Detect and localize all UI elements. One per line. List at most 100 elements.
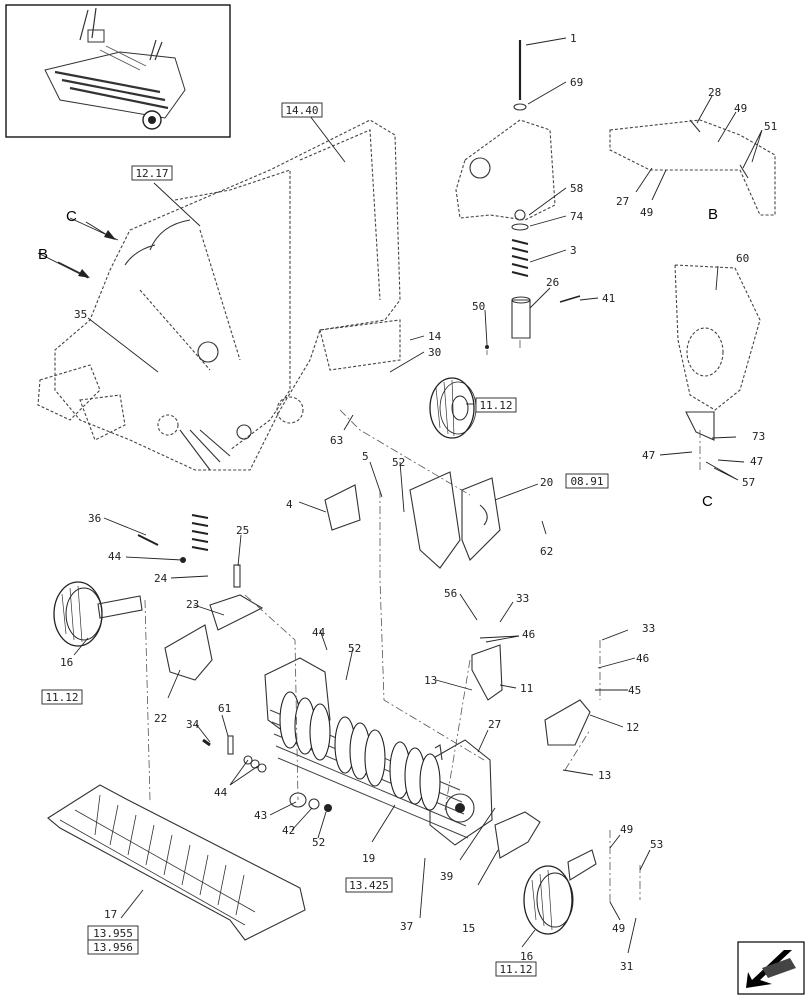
callout-label: 51 (764, 120, 777, 133)
callout-label: 31 (620, 960, 633, 973)
bracket-parts-left (164, 594, 264, 681)
callout-label: 30 (428, 346, 441, 359)
callout-label: 22 (154, 712, 167, 725)
ref-box-11-12-right[interactable]: 11.12 (495, 961, 537, 977)
svg-text:13.955: 13.955 (93, 927, 133, 940)
ref-box-12-17[interactable]: 12.17 (131, 165, 173, 181)
callout-label: 16 (60, 656, 73, 669)
callout-label: 1 (570, 32, 577, 45)
callout-label: 23 (186, 598, 199, 611)
callout-label: 43 (254, 809, 267, 822)
callout-label: 69 (570, 76, 583, 89)
callout-label: 11 (520, 682, 533, 695)
reference-boxes: 14.40 12.17 11.12 08.91 11.12 13.425 13.… (41, 102, 609, 977)
svg-text:13.956: 13.956 (93, 941, 133, 954)
callout-label: 13 (424, 674, 437, 687)
view-arrows: C B B C (38, 206, 718, 510)
callout-label: 34 (186, 718, 200, 731)
svg-text:11.12: 11.12 (45, 691, 78, 704)
svg-text:12.17: 12.17 (135, 167, 168, 180)
callout-label: 46 (522, 628, 535, 641)
callout-label: 44 (108, 550, 122, 563)
callout-label: 20 (540, 476, 553, 489)
callout-label: 57 (742, 476, 755, 489)
upper-right-wheel (429, 377, 477, 439)
right-wheel (523, 849, 597, 935)
callout-label: 28 (708, 86, 721, 99)
callout-label: 26 (546, 276, 559, 289)
callout-label: 49 (640, 206, 653, 219)
callout-label: 35 (74, 308, 87, 321)
svg-text:11.12: 11.12 (479, 399, 512, 412)
ref-box-13-955[interactable]: 13.955 (87, 925, 139, 941)
callout-label: 37 (400, 920, 413, 933)
callout-label: 49 (620, 823, 633, 836)
shield-parts (324, 471, 501, 569)
view-letter-b: B (708, 206, 718, 223)
callout-numbers: 1 69 28 49 51 58 74 3 27 49 50 26 41 60 … (60, 32, 777, 973)
callout-label: 47 (750, 455, 763, 468)
left-spring (137, 514, 241, 588)
callout-label: 63 (330, 434, 343, 447)
callout-label: 52 (348, 642, 361, 655)
callout-label: 13 (598, 769, 611, 782)
callout-label: 27 (616, 195, 629, 208)
callout-label: 25 (236, 524, 249, 537)
callout-label: 24 (154, 572, 168, 585)
callout-label: 39 (440, 870, 453, 883)
svg-text:14.40: 14.40 (285, 104, 318, 117)
callout-label: 44 (214, 786, 228, 799)
svg-text:13.425: 13.425 (349, 879, 389, 892)
callout-label: 16 (520, 950, 533, 963)
callout-label: 49 (734, 102, 747, 115)
callout-label: 14 (428, 330, 442, 343)
ref-box-13-425[interactable]: 13.425 (345, 877, 393, 893)
callout-label: 4 (286, 498, 293, 511)
callout-label: 58 (570, 182, 583, 195)
callout-label: 74 (570, 210, 584, 223)
ref-box-13-956[interactable]: 13.956 (87, 939, 139, 955)
center-lines (144, 340, 701, 905)
thumbnail-inset (5, 4, 231, 138)
view-b-bracket (609, 119, 776, 216)
spring-assembly (455, 40, 581, 349)
svg-text:08.91: 08.91 (570, 475, 603, 488)
ref-box-11-12-left[interactable]: 11.12 (41, 689, 83, 705)
windguard (47, 784, 306, 941)
callout-label: 56 (444, 587, 457, 600)
view-c-bracket (674, 264, 761, 441)
callout-label: 15 (462, 922, 475, 935)
view-letter-c: C (702, 493, 713, 510)
callout-label: 53 (650, 838, 663, 851)
left-wheel (53, 581, 143, 647)
callout-label: 62 (540, 545, 553, 558)
callout-label: 44 (312, 626, 326, 639)
right-shields (471, 644, 591, 859)
callout-label: 17 (104, 908, 117, 921)
leader-lines (37, 37, 763, 954)
ref-box-08-91[interactable]: 08.91 (565, 473, 609, 489)
callout-label: 5 (362, 450, 369, 463)
callout-label: 46 (636, 652, 649, 665)
ref-box-11-12-upper[interactable]: 11.12 (475, 397, 517, 413)
pickup-rotor (264, 657, 493, 846)
callout-label: 52 (392, 456, 405, 469)
next-page-arrow-icon[interactable] (737, 941, 805, 995)
callout-label: 19 (362, 852, 375, 865)
svg-text:11.12: 11.12 (499, 963, 532, 976)
callout-label: 41 (602, 292, 615, 305)
callout-label: 45 (628, 684, 641, 697)
view-letter-b-arrow: B (38, 246, 48, 263)
callout-label: 61 (218, 702, 231, 715)
baler-main-frame (37, 119, 401, 471)
callout-label: 47 (642, 449, 655, 462)
callout-label: 33 (642, 622, 655, 635)
callout-label: 27 (488, 718, 501, 731)
ref-box-14-40[interactable]: 14.40 (281, 102, 323, 118)
callout-label: 49 (612, 922, 625, 935)
callout-label: 3 (570, 244, 577, 257)
callout-label: 52 (312, 836, 325, 849)
callout-label: 36 (88, 512, 101, 525)
